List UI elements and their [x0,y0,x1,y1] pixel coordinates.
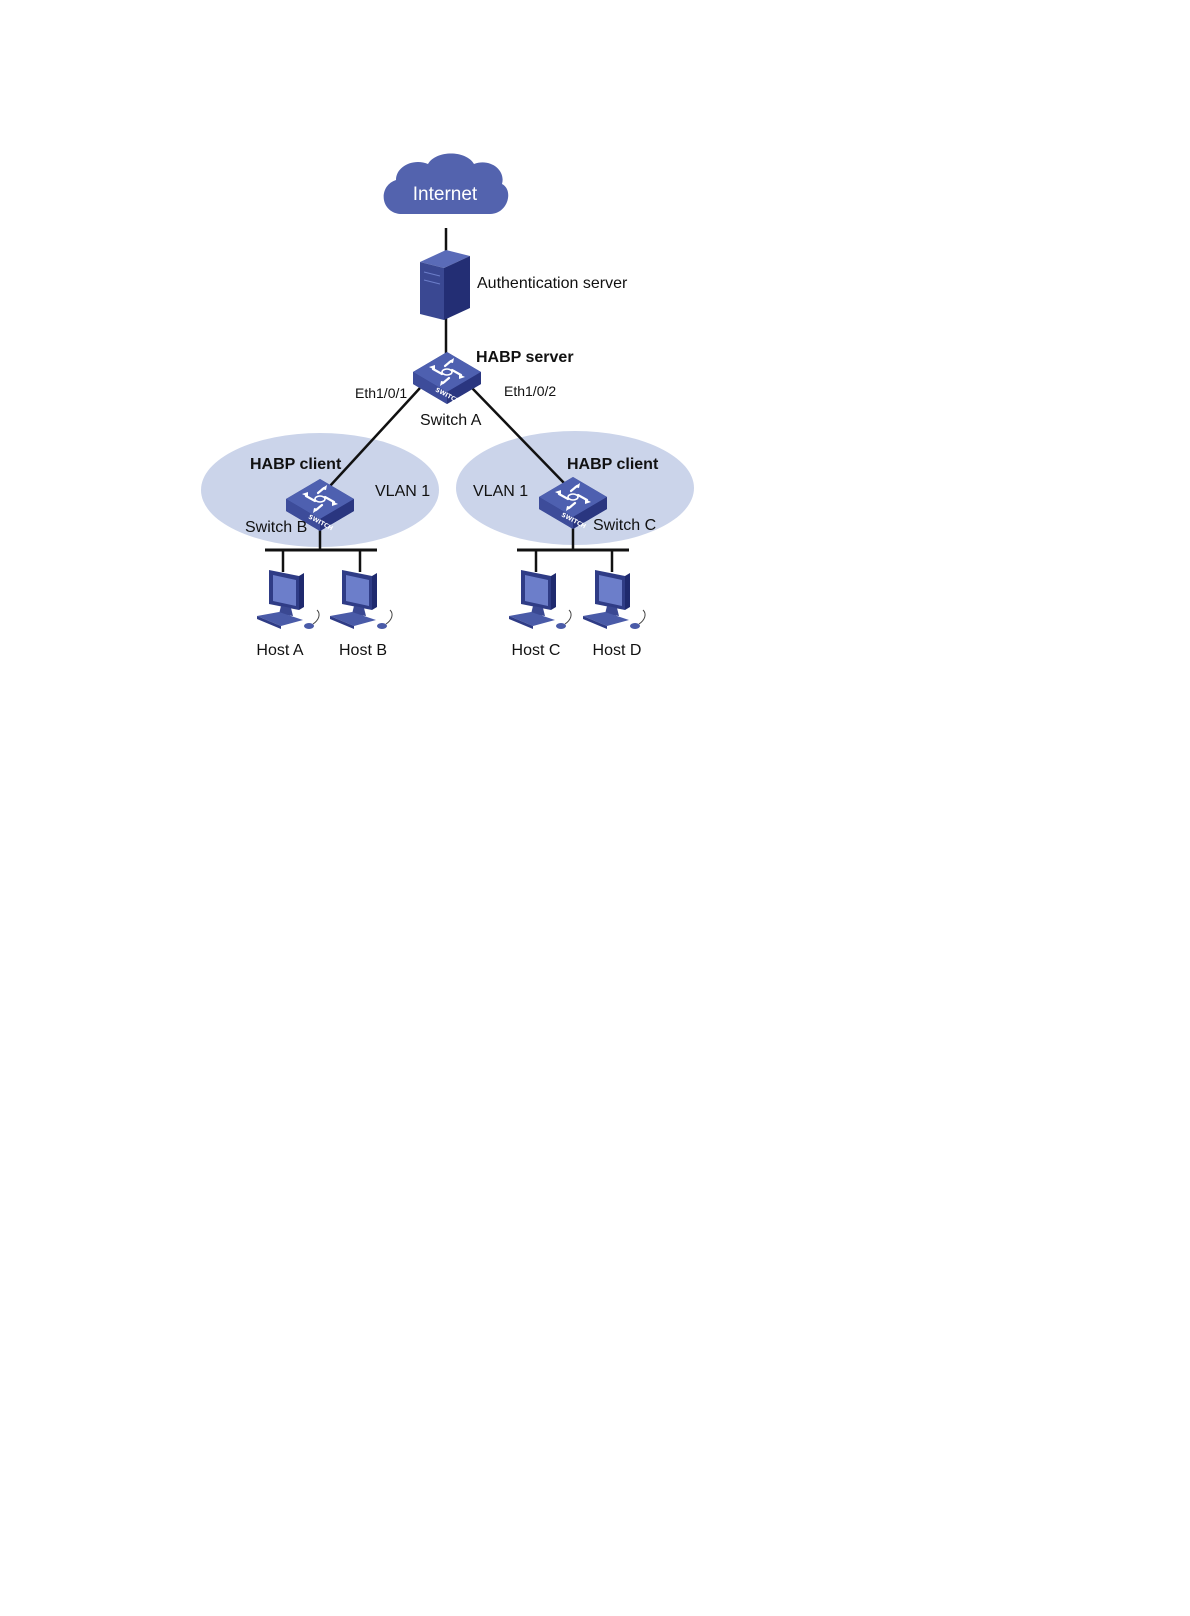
computer-icon [509,570,571,629]
switch-a-port-right: Eth1/0/2 [504,383,556,399]
switch-c-name: Switch C [593,517,656,534]
server-icon [420,250,470,320]
internet-label: Internet [413,184,478,205]
host-a-label: Host A [256,642,303,659]
computer-icon [257,570,319,629]
auth-server-label: Authentication server [477,275,628,292]
switch-b-vlan: VLAN 1 [375,483,430,500]
cloud-icon: Internet [384,154,509,215]
switch-c-vlan: VLAN 1 [473,483,528,500]
switch-b-role: HABP client [250,456,342,473]
switch-b-name: Switch B [245,519,307,536]
host-c-label: Host C [512,642,561,659]
host-d-label: Host D [593,642,642,659]
switch-a-name: Switch A [420,412,482,429]
switch-c-role: HABP client [567,456,659,473]
switch-a-role: HABP server [476,349,574,366]
computer-icon [330,570,392,629]
switch-icon: SWITCH [413,352,481,405]
host-b-label: Host B [339,642,387,659]
computer-icon [583,570,645,629]
switch-a-port-left: Eth1/0/1 [355,385,407,401]
